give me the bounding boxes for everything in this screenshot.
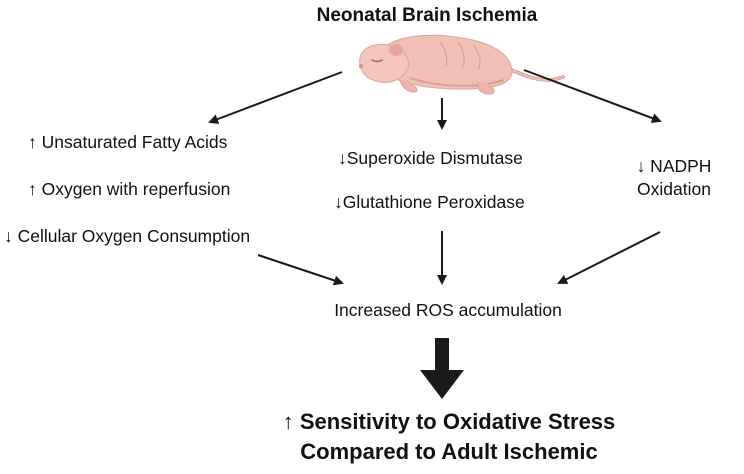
arrow-to-left-column — [208, 71, 343, 124]
neonatal-rat-icon — [359, 34, 565, 95]
large-down-arrow — [420, 338, 464, 399]
diagram-title: Neonatal Brain Ischemia — [316, 5, 538, 26]
right-factor-nadph: ↓ NADPH — [636, 156, 712, 176]
left-factor-unsaturated-fatty-acids: ↑ Unsaturated Fatty Acids — [28, 132, 228, 152]
left-factor-oxygen-reperfusion: ↑ Oxygen with reperfusion — [28, 179, 231, 199]
left-factor-cellular-oxygen-consumption: ↓ Cellular Oxygen Consumption — [4, 226, 251, 246]
right-factor-oxidation: Oxidation — [637, 179, 711, 199]
middle-factor-superoxide-dismutase: ↓Superoxide Dismutase — [338, 148, 523, 168]
conclusion-line-2: Compared to Adult Ischemic — [300, 439, 598, 464]
arrow-to-right-column — [523, 69, 662, 123]
middle-factor-glutathione-peroxidase: ↓Glutathione Peroxidase — [334, 192, 525, 212]
arrow-left-to-result — [257, 254, 344, 286]
conclusion-line-1: ↑ Sensitivity to Oxidative Stress — [282, 409, 616, 434]
arrow-right-to-result — [557, 231, 661, 284]
result-ros-accumulation: Increased ROS accumulation — [334, 300, 562, 320]
